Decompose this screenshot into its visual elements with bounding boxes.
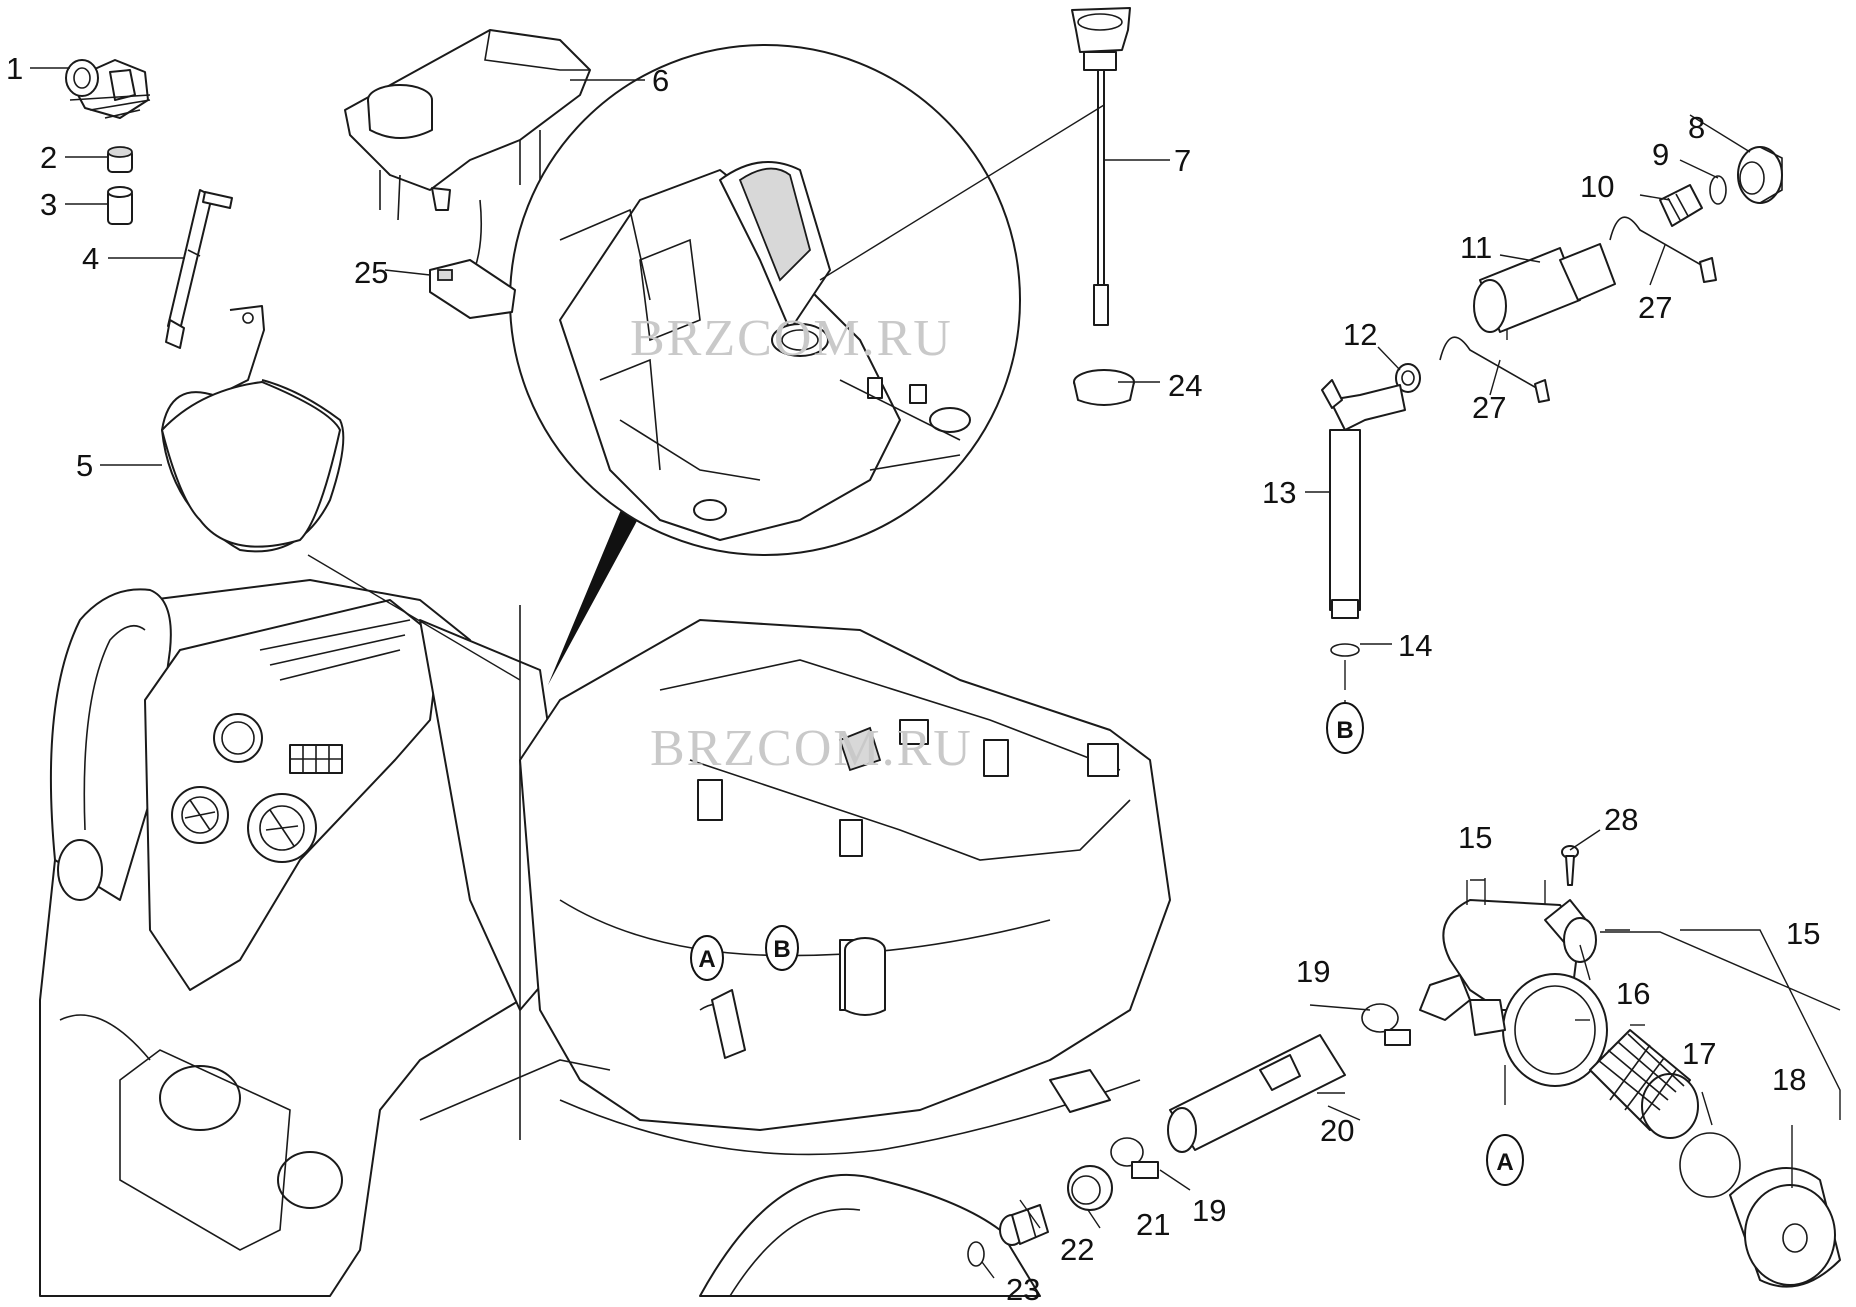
part-16-strainer bbox=[1589, 1029, 1699, 1139]
part-12-fitting bbox=[1395, 363, 1421, 393]
part-21-nut bbox=[1067, 1165, 1113, 1211]
callout-15-housing: 15 bbox=[1458, 820, 1492, 855]
marker-b-body-label: B bbox=[773, 936, 790, 963]
part-2-cap bbox=[107, 146, 133, 173]
callout-20: 20 bbox=[1320, 1113, 1354, 1148]
part-8-nut bbox=[1737, 146, 1783, 204]
callout-12: 12 bbox=[1343, 317, 1377, 352]
marker-a-filter: A bbox=[1486, 1134, 1524, 1186]
part-22-nipple bbox=[999, 1204, 1049, 1246]
callout-27-upper: 27 bbox=[1638, 290, 1672, 325]
callout-23: 23 bbox=[1006, 1272, 1040, 1307]
callout-22: 22 bbox=[1060, 1232, 1094, 1267]
callout-17: 17 bbox=[1682, 1036, 1716, 1071]
marker-b-pipe-label: B bbox=[1336, 717, 1353, 744]
part-18-cap bbox=[1729, 1167, 1841, 1288]
callout-21: 21 bbox=[1136, 1207, 1170, 1242]
callout-13: 13 bbox=[1262, 475, 1296, 510]
callout-11: 11 bbox=[1460, 230, 1492, 265]
part-4-lever bbox=[165, 189, 233, 349]
callout-16: 16 bbox=[1616, 976, 1650, 1011]
callout-10: 10 bbox=[1580, 169, 1614, 204]
callout-27-lower: 27 bbox=[1472, 390, 1506, 425]
part-11-hose bbox=[1473, 243, 1616, 333]
marker-a-body: A bbox=[690, 935, 724, 981]
callout-2: 2 bbox=[40, 140, 57, 175]
marker-a-filter-label: A bbox=[1496, 1149, 1513, 1176]
connection-markers: A B A B bbox=[690, 702, 1524, 1186]
callout-19-lower: 19 bbox=[1192, 1193, 1226, 1228]
callout-25: 25 bbox=[354, 255, 388, 290]
callout-1: 1 bbox=[6, 51, 23, 86]
callout-7: 7 bbox=[1174, 143, 1191, 178]
callout-15-kit: 15 bbox=[1786, 916, 1820, 951]
callout-19-upper: 19 bbox=[1296, 954, 1330, 989]
callout-24: 24 bbox=[1168, 368, 1202, 403]
callout-8: 8 bbox=[1688, 110, 1705, 145]
part-17-seal bbox=[1679, 1132, 1741, 1198]
part-9-oring bbox=[1709, 175, 1727, 205]
part-25-sensor bbox=[429, 259, 516, 319]
part-23-oring bbox=[967, 1241, 985, 1267]
callout-9: 9 bbox=[1652, 137, 1669, 172]
part-13-pipe bbox=[1321, 379, 1406, 619]
part-27-clamp-lower bbox=[1439, 336, 1550, 403]
part-28-screw bbox=[1561, 845, 1579, 886]
detail-zoom-circle bbox=[509, 44, 1021, 685]
part-3-sleeve bbox=[107, 186, 133, 225]
marker-b-body: B bbox=[765, 925, 799, 971]
part-19-clamp-upper bbox=[1361, 1003, 1411, 1046]
part-6-reservoir bbox=[344, 29, 591, 281]
machine-body bbox=[39, 579, 1171, 1297]
part-7-dipstick bbox=[1071, 7, 1131, 326]
callout-4: 4 bbox=[82, 241, 99, 276]
callout-6: 6 bbox=[652, 63, 669, 98]
part-14-oring bbox=[1330, 643, 1360, 657]
part-1-switch bbox=[65, 59, 151, 119]
callout-5: 5 bbox=[76, 448, 93, 483]
part-24-ring bbox=[1073, 369, 1135, 406]
callout-3: 3 bbox=[40, 187, 57, 222]
callout-14: 14 bbox=[1398, 628, 1432, 663]
marker-b-pipe: B bbox=[1326, 702, 1364, 754]
leader-lines bbox=[30, 67, 1841, 1279]
marker-a-body-label: A bbox=[698, 946, 715, 973]
callout-labels: 1 2 3 4 5 6 7 8 9 10 11 12 13 14 15 15 1… bbox=[6, 51, 1820, 1307]
part-10-nipple bbox=[1659, 184, 1703, 227]
callout-18: 18 bbox=[1772, 1062, 1806, 1097]
part-5-pedal bbox=[161, 305, 345, 553]
watermark-upper: BRZCOM.RU bbox=[630, 310, 953, 367]
watermark-lower: BRZCOM.RU bbox=[650, 720, 973, 777]
part-20-hose bbox=[1167, 1034, 1346, 1153]
callout-28: 28 bbox=[1604, 802, 1638, 837]
part-19-clamp-lower bbox=[1110, 1137, 1159, 1179]
part-27-clamp-upper bbox=[1609, 216, 1717, 283]
part-15-filter-housing bbox=[1419, 899, 1608, 1087]
